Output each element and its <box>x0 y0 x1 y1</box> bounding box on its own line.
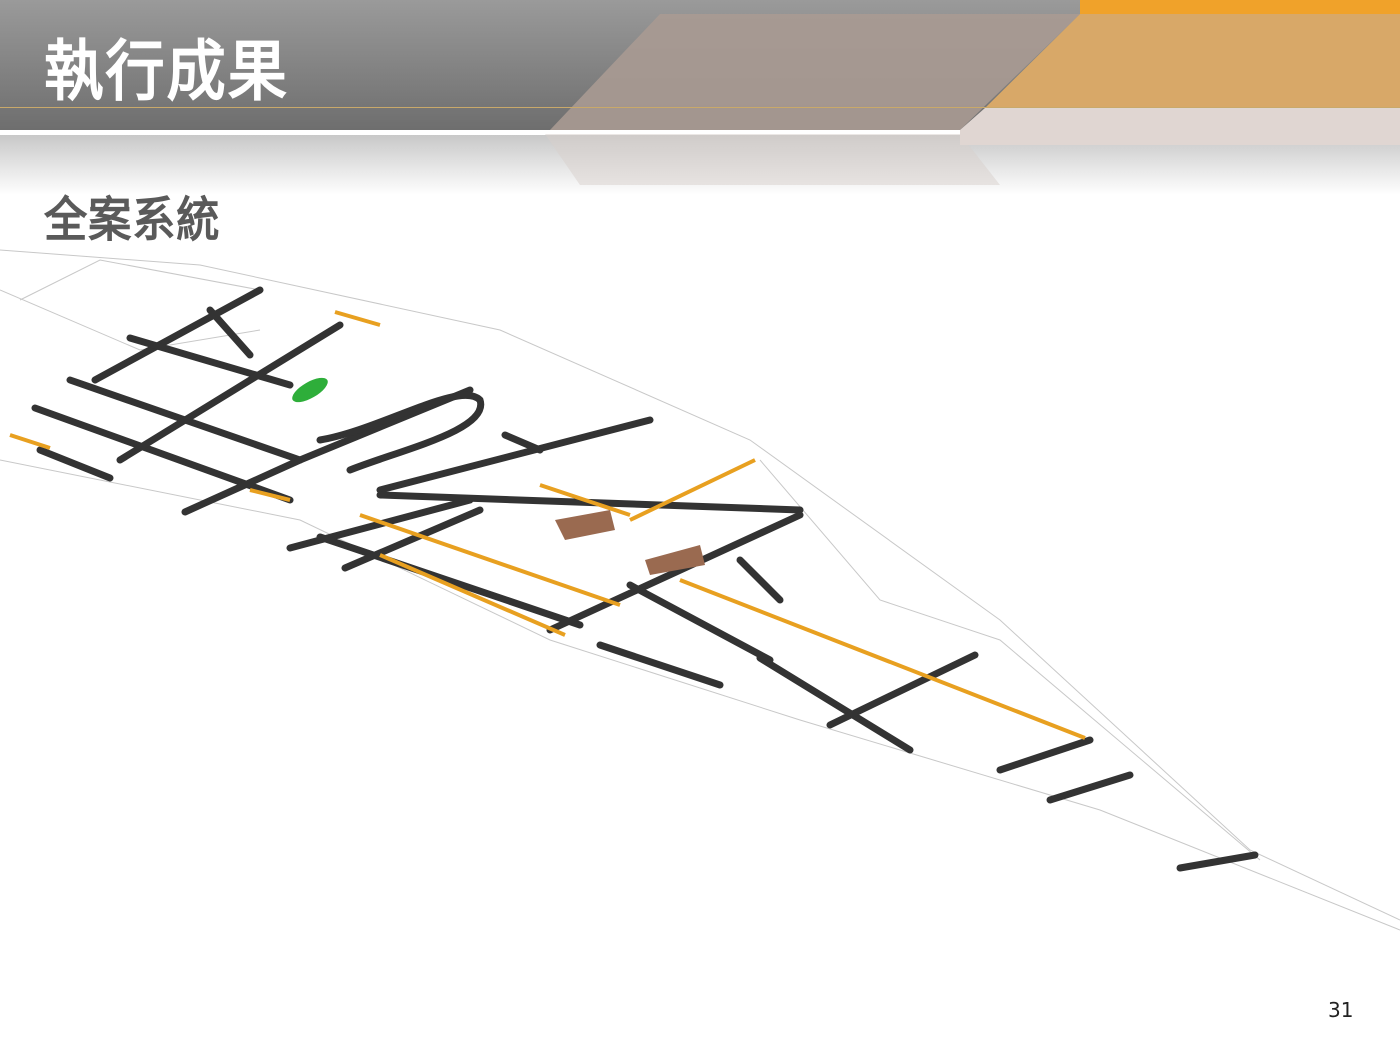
header-gold-line <box>0 107 1400 108</box>
page-number: 31 <box>1328 998 1354 1022</box>
green-area <box>292 377 328 403</box>
structures <box>292 377 705 575</box>
header-stripe <box>0 130 1400 134</box>
header-decor <box>545 0 1400 185</box>
tank-structure <box>555 510 615 540</box>
brown-parallelogram <box>550 14 1080 130</box>
slide-title: 執行成果 <box>44 33 289 110</box>
orange-top-bar <box>1080 0 1400 14</box>
roads-dark <box>31 286 1259 872</box>
light-panel <box>960 108 1400 145</box>
orange-panel <box>985 14 1400 108</box>
site-outline <box>0 249 1400 931</box>
tank-structure <box>645 545 705 575</box>
pipes-orange <box>9 310 1086 740</box>
brown-reflection <box>545 134 1000 185</box>
slide-subtitle: 全案系統 <box>44 192 221 248</box>
